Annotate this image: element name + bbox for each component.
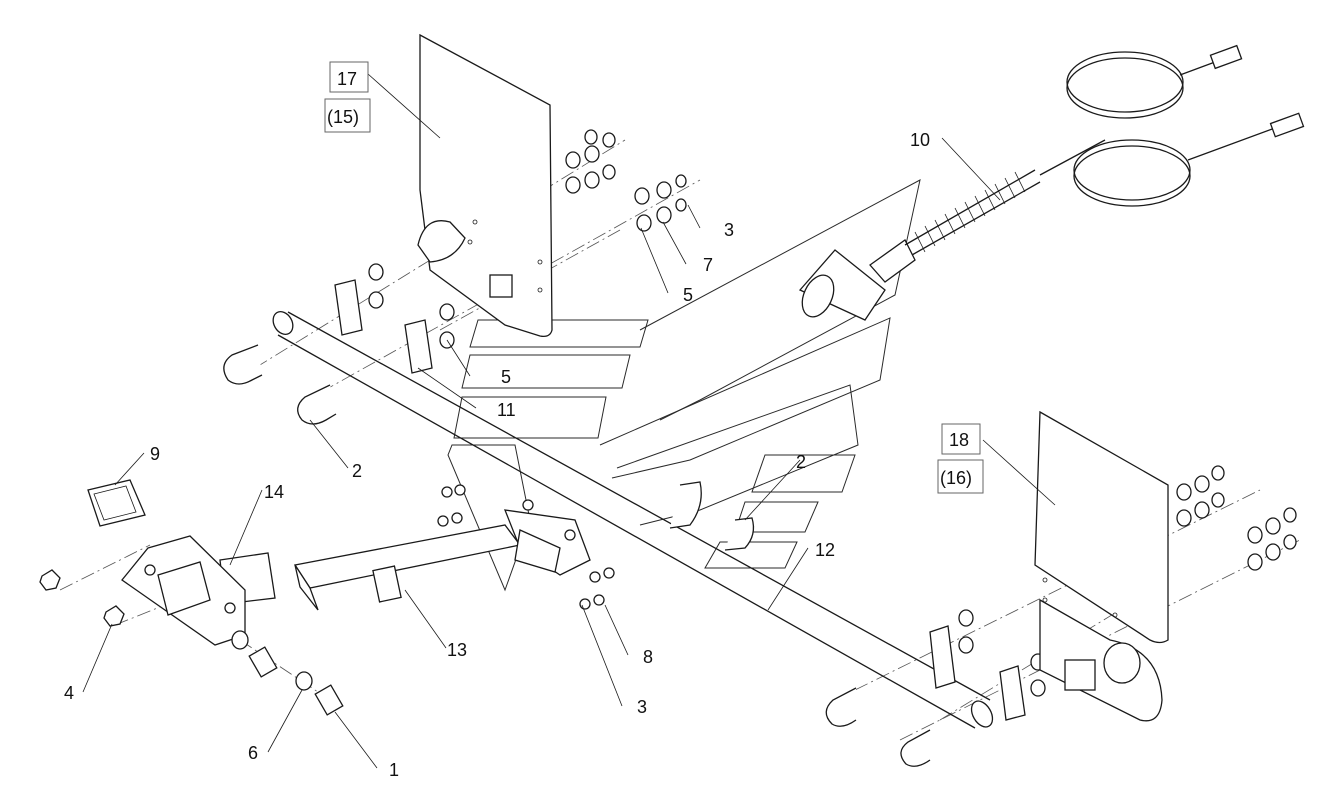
label-4: 4 [64, 683, 74, 703]
left-plate-washers [565, 129, 687, 232]
label-13: 13 [447, 640, 467, 660]
label-15-box [324, 98, 371, 133]
hitch-fasteners [39, 484, 615, 716]
label-2-right: 2 [796, 452, 806, 472]
label-3-top: 3 [724, 220, 734, 240]
part-labels: 17 (15) 18 (16) 10 3 7 5 5 11 2 9 14 2 1… [64, 61, 984, 780]
label-9: 9 [150, 444, 160, 464]
left-u-bolts [223, 263, 455, 425]
label-18-box [941, 423, 981, 455]
label-12: 12 [815, 540, 835, 560]
label-5-top: 5 [683, 285, 693, 305]
plug-socket-cover [87, 479, 146, 527]
label-15: (15) [327, 107, 359, 127]
label-6: 6 [248, 743, 258, 763]
label-1: 1 [389, 760, 399, 780]
label-11: 11 [497, 400, 516, 420]
watermark-logo [447, 179, 921, 592]
label-3-bottom: 3 [637, 697, 647, 717]
label-17-box [329, 61, 369, 93]
right-lamp-plate [1034, 410, 1169, 722]
label-18: 18 [949, 430, 969, 450]
label-16: (16) [940, 468, 972, 488]
leader-lines [82, 73, 1056, 769]
label-17: 17 [337, 69, 357, 89]
label-5: 5 [501, 367, 511, 387]
cross-tube [272, 311, 994, 729]
left-lamp-plate [417, 33, 553, 338]
label-8: 8 [643, 647, 653, 667]
right-plate-washers [1176, 465, 1297, 571]
connector-cable [798, 44, 1305, 321]
label-14: 14 [264, 482, 284, 502]
label-2-left: 2 [352, 461, 362, 481]
hitch-plate [121, 535, 246, 646]
drawbar [219, 499, 591, 611]
label-10: 10 [910, 130, 930, 150]
label-7: 7 [703, 255, 713, 275]
right-u-bolts [669, 481, 1046, 767]
label-16-box [937, 459, 984, 494]
